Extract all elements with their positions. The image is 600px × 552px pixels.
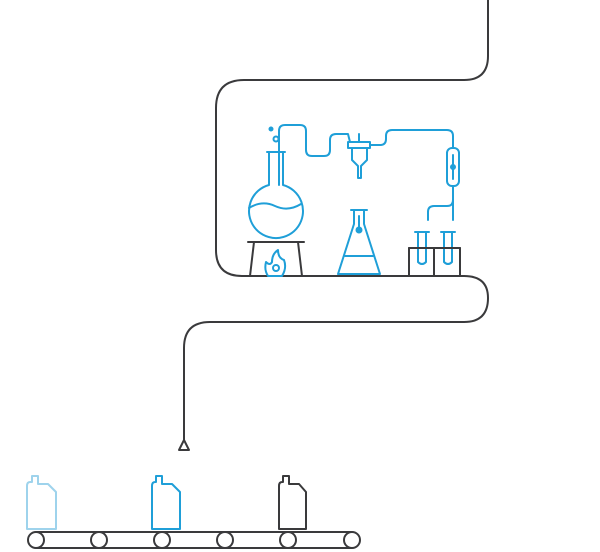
jerrycan-dark-icon <box>278 475 307 530</box>
conveyor-belt <box>27 531 361 549</box>
roller-icon <box>216 531 234 549</box>
jerrycan-light-icon <box>26 475 57 530</box>
roller-icon <box>90 531 108 549</box>
connecting-tube <box>369 129 454 149</box>
roller-icon <box>279 531 297 549</box>
burette-icon <box>427 147 460 221</box>
dispenser-nozzle-icon <box>178 439 190 451</box>
funnel-icon <box>347 133 371 179</box>
test-tube-rack-icon <box>408 231 461 277</box>
bubble-icon <box>272 135 280 143</box>
erlenmeyer-flask-icon <box>337 209 381 275</box>
connecting-tube <box>278 124 351 186</box>
roller-icon <box>27 531 45 549</box>
tripod-stand-icon <box>247 241 305 277</box>
lab-equipment <box>248 124 461 277</box>
burner-flame-icon <box>264 249 287 277</box>
pipeline <box>178 0 489 451</box>
roller-icon <box>343 531 361 549</box>
jerrycan-blue-icon <box>151 475 181 530</box>
roller-icon <box>153 531 171 549</box>
bubble-icon <box>268 126 274 132</box>
round-bottom-flask-icon <box>248 151 304 240</box>
pipeline-path <box>183 0 489 441</box>
